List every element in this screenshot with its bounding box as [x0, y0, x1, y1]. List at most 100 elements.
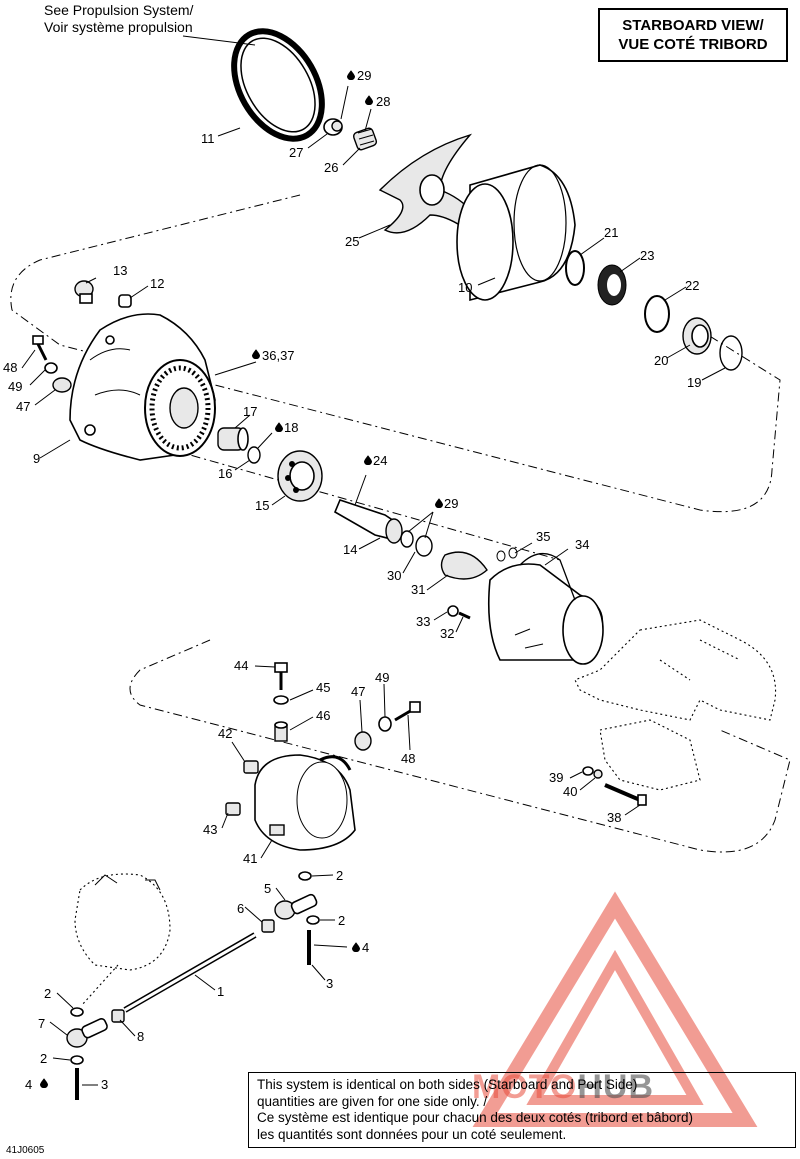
part-2-washer-a — [298, 871, 312, 881]
callout-2: 2 — [336, 868, 343, 883]
part-41-reverse-gate — [254, 754, 356, 851]
view-label-line-1: STARBOARD VIEW/ — [622, 17, 764, 34]
callout-33: 33 — [416, 614, 430, 629]
upper-assembly-outline — [10, 194, 781, 513]
hull-bracket-dotted — [574, 619, 777, 791]
callout-40: 40 — [563, 784, 577, 799]
part-46-bushing — [274, 721, 288, 742]
callout-48: 48 — [3, 360, 17, 375]
callout-41: 41 — [243, 851, 257, 866]
callout-7: 7 — [38, 1016, 45, 1031]
part-42-nut — [243, 760, 259, 774]
watermark-text: MOTOHUB — [472, 1068, 654, 1107]
callout-22: 22 — [685, 278, 699, 293]
part-5-ball-joint — [274, 893, 318, 920]
callout-46: 46 — [316, 708, 330, 723]
see-line-2: Voir système propulsion — [44, 19, 193, 35]
part-31-cone — [440, 551, 488, 580]
part-13-plug — [74, 280, 94, 304]
part-7-ball-joint — [66, 1018, 108, 1048]
callout-14: 14 — [343, 542, 357, 557]
callout-18: 18 — [284, 420, 298, 435]
part-9-pump-housing — [69, 313, 216, 461]
callout-2: 2 — [40, 1051, 47, 1066]
part-30-o-ring-a — [400, 530, 414, 548]
watermark-hub: HUB — [577, 1068, 655, 1106]
part-22-ring — [644, 295, 670, 333]
callout-4: 4 — [362, 940, 369, 955]
callout-29: 29 — [444, 496, 458, 511]
part-23-seal — [597, 264, 627, 306]
part-28-spring — [352, 127, 378, 151]
callout-5: 5 — [264, 881, 271, 896]
callout-34: 34 — [575, 537, 589, 552]
drop-icon — [275, 422, 283, 432]
callout-13: 13 — [113, 263, 127, 278]
lower-gate-dotted — [74, 873, 171, 971]
part-45-washer — [273, 695, 289, 705]
part-39-washer — [582, 766, 594, 776]
drop-icon — [40, 1078, 48, 1088]
callout-3: 3 — [101, 1077, 108, 1092]
callout-26: 26 — [324, 160, 338, 175]
part-32-screw — [458, 611, 471, 620]
part-12-pin — [118, 294, 132, 308]
part-11-ring — [231, 28, 325, 142]
part-47-spacer-right — [354, 731, 372, 751]
part-2-washer-c — [70, 1007, 84, 1017]
part-38-bolt — [604, 783, 647, 806]
watermark-moto: MOTO — [472, 1068, 578, 1106]
callout-28: 28 — [376, 94, 390, 109]
callout-3: 3 — [326, 976, 333, 991]
callout-27: 27 — [289, 145, 303, 160]
lower-guide-line — [81, 964, 119, 1006]
drop-icon — [352, 942, 360, 952]
part-15-bearing — [277, 450, 323, 502]
part-35-o-rings — [496, 547, 518, 562]
callout-32: 32 — [440, 626, 454, 641]
callout-29: 29 — [357, 68, 371, 83]
callout-20: 20 — [654, 353, 668, 368]
callout-labels: 11 27 29 28 26 25 10 21 23 22 20 19 13 1… — [3, 68, 701, 1092]
part-27-bushing — [323, 118, 343, 136]
callout-39: 39 — [549, 770, 563, 785]
callout-24: 24 — [373, 453, 387, 468]
part-2-washer-b — [306, 915, 320, 925]
part-34-nozzle — [487, 553, 604, 665]
callout-9: 9 — [33, 451, 40, 466]
part-17-sleeve — [217, 427, 249, 451]
callout-49: 49 — [8, 379, 22, 394]
callout-30: 30 — [387, 568, 401, 583]
note-line-2: quantities are given for one side only. … — [257, 1093, 488, 1109]
callout-47: 47 — [351, 684, 365, 699]
drop-icon — [365, 95, 373, 105]
part-14-shaft — [333, 499, 403, 544]
callout-2: 2 — [338, 913, 345, 928]
callout-44: 44 — [234, 658, 248, 673]
drop-icon — [435, 498, 443, 508]
leader-lines — [21, 35, 726, 1086]
applicability-note: This system is identical on both sides (… — [248, 1072, 796, 1148]
lower-assembly-outline — [129, 639, 791, 853]
view-label-box: STARBOARD VIEW/ VUE COTÉ TRIBORD — [598, 8, 788, 62]
part-16-o-ring — [247, 446, 261, 464]
part-49-washer-right — [378, 716, 392, 732]
part-48-bolt-left — [32, 335, 48, 361]
callout-1: 1 — [217, 984, 224, 999]
drop-icon — [252, 349, 260, 359]
part-21-circlip — [565, 250, 585, 286]
callout-47: 47 — [16, 399, 30, 414]
callout-36-37: 36,37 — [262, 348, 295, 363]
watermark-logo-icon — [472, 891, 758, 1127]
note-line-3: Ce système est identique pour chacun des… — [257, 1110, 693, 1125]
propulsion-reference-note: See Propulsion System/ Voir système prop… — [44, 2, 193, 36]
callout-11: 11 — [201, 131, 215, 146]
view-label-line-2: VUE COTÉ TRIBORD — [618, 36, 768, 53]
part-43-nut — [225, 802, 241, 816]
part-48-bolt-right — [394, 701, 421, 722]
callout-45: 45 — [316, 680, 330, 695]
see-line-1: See Propulsion System/ — [44, 2, 194, 18]
part-30-o-ring-b — [415, 535, 433, 557]
part-19-o-ring — [719, 335, 743, 371]
